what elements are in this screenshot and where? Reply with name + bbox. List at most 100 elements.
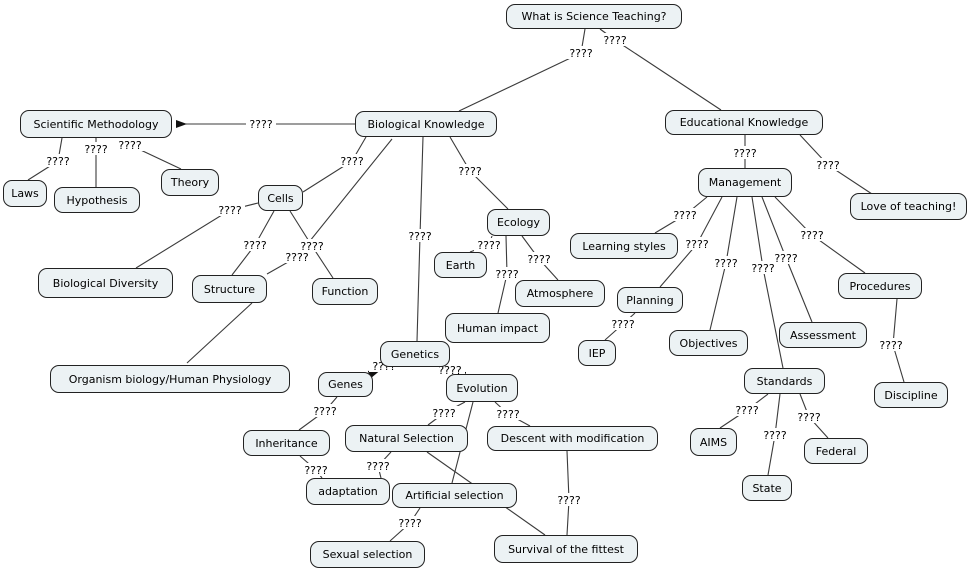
edge-biological-knowledge-scientific-methodology-label-bg [246, 117, 276, 130]
node-love-of-teaching[interactable]: Love of teaching! [850, 193, 967, 220]
edge-standards-state-label[interactable]: ???? [763, 429, 787, 442]
edge-educational-knowledge-love-of-teaching-label-bg [813, 158, 843, 171]
edge-management-objectives-label[interactable]: ???? [714, 257, 738, 270]
node-discipline[interactable]: Discipline [874, 382, 948, 408]
node-cells[interactable]: Cells [258, 185, 303, 211]
edge-scientific-methodology-laws-label-bg [43, 154, 73, 167]
edge-scientific-methodology-theory-label[interactable]: ???? [118, 139, 142, 152]
node-planning[interactable]: Planning [617, 287, 683, 313]
node-earth[interactable]: Earth [434, 252, 487, 278]
edge-cells-biological-diversity-label-bg [215, 203, 245, 216]
edge-cells-structure-label[interactable]: ???? [243, 239, 267, 252]
edge-cells-function-label[interactable]: ???? [300, 240, 324, 253]
edge-biological-knowledge-ecology-label[interactable]: ???? [458, 165, 482, 178]
edge-artificial-selection-sexual-selection-label-bg [395, 516, 425, 529]
node-survival-of-the-fittest[interactable]: Survival of the fittest [494, 535, 638, 563]
node-learning-styles[interactable]: Learning styles [570, 233, 678, 259]
node-adaptation[interactable]: adaptation [306, 478, 390, 505]
node-iep[interactable]: IEP [578, 340, 616, 366]
edge-biological-knowledge-scientific-methodology-label[interactable]: ???? [249, 118, 273, 131]
node-human-impact[interactable]: Human impact [445, 313, 550, 343]
edge-descent-survival-label[interactable]: ???? [557, 494, 581, 507]
edge-management-planning-label[interactable]: ???? [685, 238, 709, 251]
edge-educational-knowledge-love-of-teaching-label[interactable]: ???? [816, 159, 840, 172]
edge-standards-federal-label[interactable]: ???? [797, 411, 821, 424]
edge-scientific-methodology-hypothesis-label-bg [81, 142, 111, 155]
edge-management-procedures-label-bg [797, 228, 827, 241]
edge-biological-knowledge-cells-label[interactable]: ???? [340, 155, 364, 168]
node-objectives[interactable]: Objectives [669, 330, 748, 356]
node-genes[interactable]: Genes [318, 372, 373, 397]
edge-management-standards-label[interactable]: ???? [751, 262, 775, 275]
node-procedures[interactable]: Procedures [838, 273, 922, 299]
edge-genetics-evolution-label[interactable]: ???? [438, 364, 462, 377]
node-function[interactable]: Function [312, 278, 378, 305]
node-scientific-methodology[interactable]: Scientific Methodology [20, 110, 172, 138]
node-theory[interactable]: Theory [161, 169, 219, 196]
node-artificial-selection[interactable]: Artificial selection [392, 483, 517, 508]
node-standards[interactable]: Standards [744, 368, 825, 394]
node-aims[interactable]: AIMS [690, 428, 737, 456]
edge-management-standards[interactable] [751, 196, 784, 369]
edge-descent-survival-label-bg [554, 493, 584, 506]
node-evolution[interactable]: Evolution [446, 374, 518, 402]
edge-biological-knowledge-structure-label[interactable]: ???? [285, 251, 309, 264]
edge-management-assessment-label[interactable]: ???? [774, 252, 798, 265]
edge-ecology-earth-label[interactable]: ???? [477, 239, 501, 252]
edge-scientific-methodology-hypothesis-label[interactable]: ???? [84, 143, 108, 156]
edge-natural-selection-adaptation-label[interactable]: ???? [366, 460, 390, 473]
edge-educational-knowledge-management-label-bg [730, 146, 760, 159]
node-hypothesis[interactable]: Hypothesis [54, 187, 140, 213]
edge-cells-biological-diversity-label[interactable]: ???? [218, 204, 242, 217]
edge-educational-knowledge-management-label[interactable]: ???? [733, 147, 757, 160]
edge-biological-knowledge-structure-label-bg [282, 250, 312, 263]
edge-inheritance-adaptation-label[interactable]: ???? [304, 464, 328, 477]
edge-root-biological-knowledge[interactable] [458, 28, 586, 112]
edge-root-educational-knowledge-label[interactable]: ???? [603, 34, 627, 47]
edge-root-biological-knowledge-label[interactable]: ???? [569, 47, 593, 60]
edge-planning-iep-label[interactable]: ???? [611, 318, 635, 331]
edge-management-learning-styles-label[interactable]: ???? [673, 209, 697, 222]
edge-ecology-human-impact-label-bg [492, 267, 522, 280]
node-what-is-science-teaching[interactable]: What is Science Teaching? [506, 4, 682, 29]
edge-genes-inheritance-label-bg [310, 404, 340, 417]
node-ecology[interactable]: Ecology [487, 209, 550, 236]
node-natural-selection[interactable]: Natural Selection [345, 425, 468, 452]
edge-structure-organism-biology[interactable] [186, 302, 253, 364]
edge-standards-aims-label-bg [732, 403, 762, 416]
edge-management-procedures-label[interactable]: ???? [800, 229, 824, 242]
node-laws[interactable]: Laws [3, 180, 47, 207]
edge-ecology-atmosphere-label[interactable]: ???? [527, 253, 551, 266]
node-genetics[interactable]: Genetics [380, 341, 450, 367]
edge-evolution-descent-label[interactable]: ???? [496, 408, 520, 421]
node-educational-knowledge[interactable]: Educational Knowledge [665, 110, 823, 135]
edge-labels-group: ????????????????????????????????????????… [43, 33, 906, 530]
edge-cells-function-label-bg [297, 239, 327, 252]
edge-evolution-descent-label-bg [493, 407, 523, 420]
node-descent-with-modification[interactable]: Descent with modification [487, 426, 658, 451]
node-organism-biology[interactable]: Organism biology/Human Physiology [50, 365, 290, 393]
edge-management-learning-styles-label-bg [670, 208, 700, 221]
edge-genes-inheritance-label[interactable]: ???? [313, 405, 337, 418]
node-sexual-selection[interactable]: Sexual selection [310, 541, 425, 568]
node-management[interactable]: Management [698, 168, 792, 197]
edge-evolution-natural-selection-label[interactable]: ???? [432, 407, 456, 420]
edge-biological-knowledge-genetics-label-bg [405, 229, 435, 242]
node-structure[interactable]: Structure [192, 275, 267, 303]
edge-biological-knowledge-genetics-label[interactable]: ???? [408, 230, 432, 243]
node-inheritance[interactable]: Inheritance [243, 430, 330, 456]
edge-biological-knowledge-cells-label-bg [337, 154, 367, 167]
edge-artificial-selection-sexual-selection-label[interactable]: ???? [398, 517, 422, 530]
edge-procedures-discipline-label-bg [876, 338, 906, 351]
node-biological-knowledge[interactable]: Biological Knowledge [355, 111, 497, 137]
edge-ecology-human-impact-label[interactable]: ???? [495, 268, 519, 281]
node-state[interactable]: State [742, 475, 792, 501]
node-federal[interactable]: Federal [804, 438, 868, 464]
node-biological-diversity[interactable]: Biological Diversity [38, 268, 173, 298]
edge-scientific-methodology-laws-label[interactable]: ???? [46, 155, 70, 168]
edge-standards-aims-label[interactable]: ???? [735, 404, 759, 417]
node-assessment[interactable]: Assessment [779, 322, 867, 348]
node-atmosphere[interactable]: Atmosphere [515, 280, 605, 307]
edge-ecology-atmosphere-label-bg [524, 252, 554, 265]
edge-procedures-discipline-label[interactable]: ???? [879, 339, 903, 352]
